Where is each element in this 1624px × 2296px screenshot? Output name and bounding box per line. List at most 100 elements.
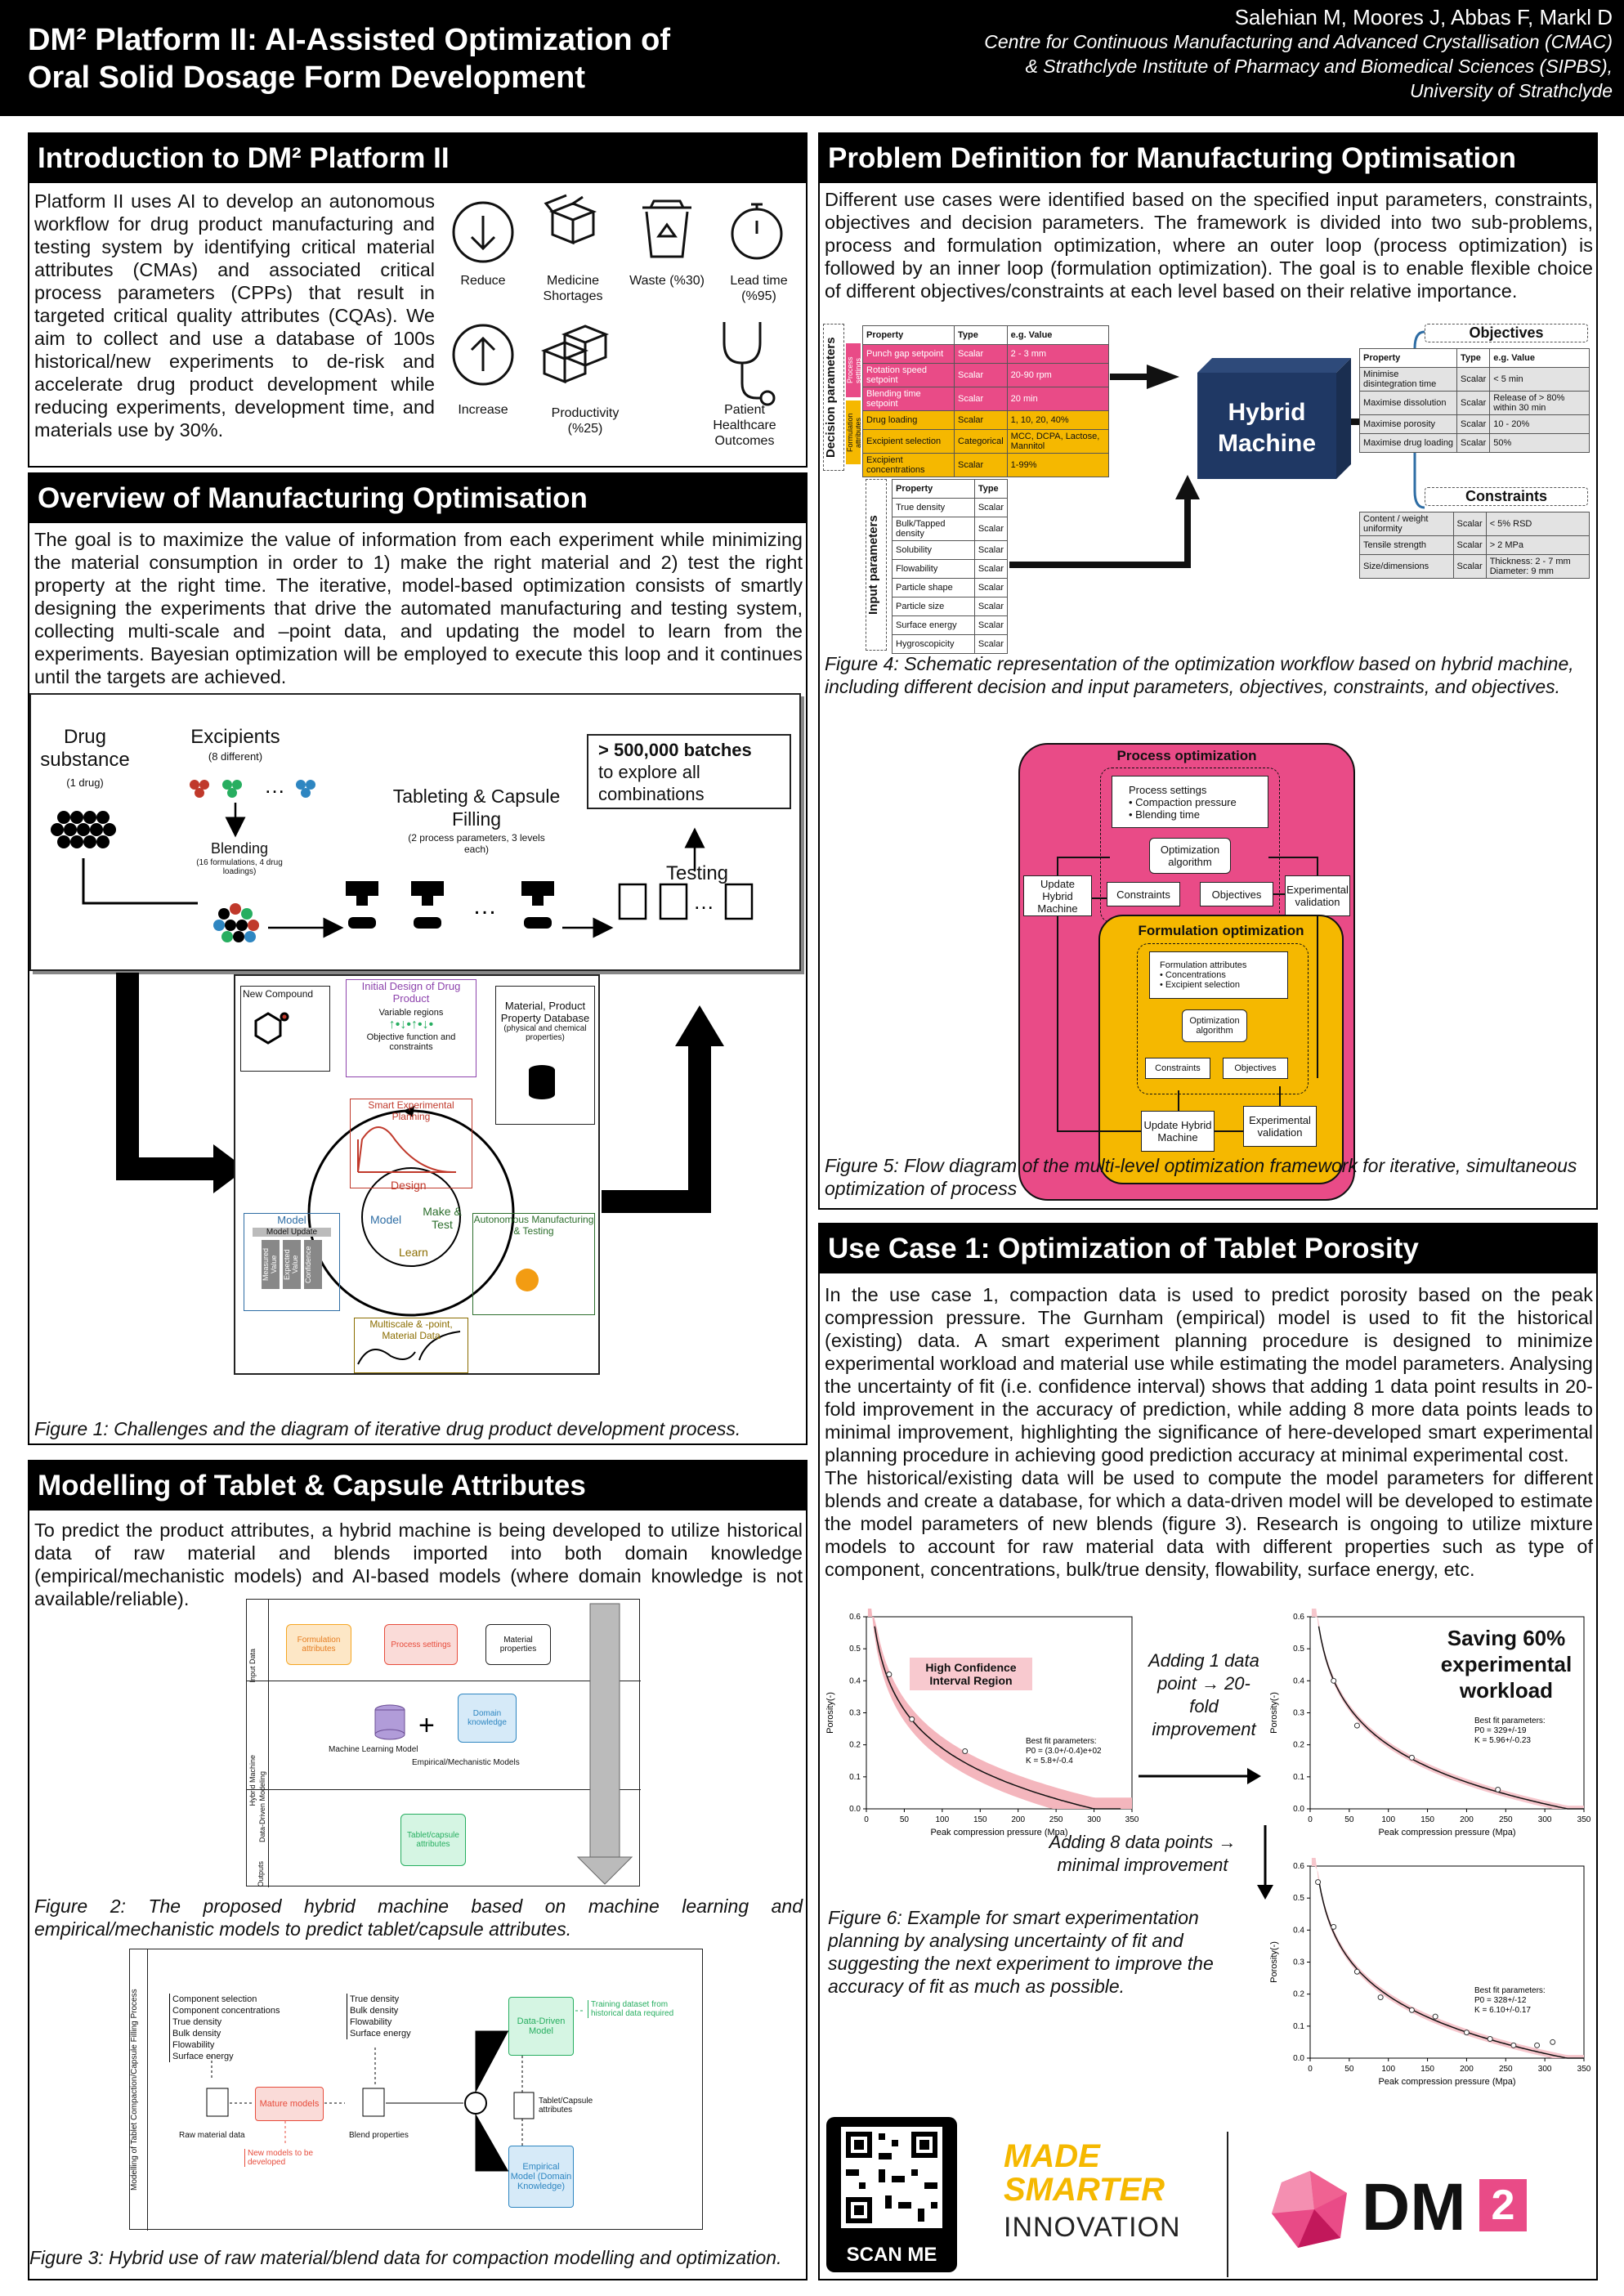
confidence-band (867, 1609, 1132, 1809)
drug-substance-label: Drug substance (40, 726, 130, 771)
fig4-box: Decision parameters Process settings For… (820, 316, 1596, 659)
fig3-list2-item: Flowability (350, 2017, 392, 2027)
overview-section: Overview of Manufacturing Optimisation T… (28, 472, 808, 1445)
problem-body: Different use cases were identified base… (825, 189, 1593, 302)
qr-code-icon (841, 2127, 942, 2228)
fig3-list1-item: Component concentrations (172, 2006, 280, 2016)
cell: Scalar (1456, 414, 1491, 434)
tableting-label: Tableting & Capsule Filling (392, 785, 561, 830)
cell: Maximise drug loading (1358, 433, 1458, 453)
output-doc-icon (513, 2092, 535, 2119)
problem-heading: Problem Definition for Manufacturing Opt… (820, 134, 1596, 183)
scan-me-label: SCAN ME (846, 2244, 937, 2266)
logo-divider (1227, 2132, 1228, 2277)
cell: Scalar (973, 578, 1009, 597)
fit-params-label: K = 5.96+/-0.23 (1474, 1736, 1531, 1745)
data-point (1510, 2042, 1517, 2048)
cell: Excipient concentrations (861, 453, 955, 477)
objective-function-label: Objective function and constraints (366, 1032, 456, 1052)
th-type: Type (1456, 348, 1491, 368)
fig3-list2: True density Bulk density Flowability Su… (347, 1994, 411, 2039)
new-compound-label: New Compound (243, 988, 314, 1000)
fit-params-label: Best fit parameters: (1474, 1716, 1546, 1725)
intro-body: Platform II uses AI to develop an autono… (34, 190, 435, 441)
fig3-mature-box: Mature models (255, 2087, 324, 2121)
usecase-body-1: In the use case 1, compaction data is us… (825, 1284, 1593, 1466)
intro-heading: Introduction to DM² Platform II (29, 134, 806, 183)
y-tick-label: 0.5 (1293, 1894, 1304, 1903)
made-label: MADE (1004, 2138, 1100, 2174)
fit-curve (874, 1626, 1121, 1810)
fig2-row-divider (247, 1789, 641, 1790)
overview-heading: Overview of Manufacturing Optimisation (29, 474, 806, 523)
svg-text:…: … (693, 889, 714, 914)
adding1-arrow (1139, 1768, 1261, 1784)
x-tick-label: 50 (1344, 2065, 1354, 2074)
x-tick-label: 300 (1087, 1815, 1101, 1824)
plus-sign: + (418, 1710, 435, 1741)
data-point (886, 1672, 893, 1677)
header-banner: DM² Platform II: AI-Assisted Optimizatio… (0, 0, 1624, 116)
cell: 20-90 rpm (1006, 363, 1110, 387)
form-opt-alg-box: Optimization algorithm (1182, 1009, 1247, 1042)
y-tick-label: 0.1 (1293, 1773, 1304, 1782)
fig3-list1-item: Bulk density (172, 2029, 221, 2039)
stethoscope-icon (723, 322, 776, 406)
boxes-icon (544, 194, 597, 245)
icon-label-waste: Waste (%30) (629, 274, 705, 288)
cell: Scalar (954, 344, 1008, 364)
x-tick-label: 0 (864, 1815, 869, 1824)
fig1-challenges-svg: … … … (51, 773, 754, 942)
tableting-sub-label: (2 process parameters, 3 levels each) (408, 832, 545, 855)
data-point (1495, 1787, 1501, 1792)
multiscale-box: Multiscale & -point, Material Data (354, 1318, 468, 1373)
blending-time-item: • Blending time (1129, 808, 1200, 821)
y-tick-label: 0.6 (849, 1613, 861, 1622)
data-point (1353, 1722, 1360, 1729)
y-tick-label: 0.5 (1293, 1645, 1304, 1654)
cell: Scalar (954, 410, 1008, 430)
poster-title: DM² Platform II: AI-Assisted Optimizatio… (28, 21, 670, 96)
hybrid-machine-label: Hybrid Machine (1217, 399, 1317, 457)
cell: Scalar (954, 387, 1008, 411)
dm2-logo: DM 2 (1265, 2164, 1576, 2254)
data-point (1534, 2042, 1541, 2048)
y-tick-label: 0.0 (1293, 2054, 1304, 2063)
form-exp-val-box: Experimental validation (1243, 1106, 1317, 1147)
y-tick-label: 0.3 (1293, 1958, 1304, 1967)
model-col-confidence: Confidence (304, 1240, 322, 1289)
data-point (1353, 1968, 1360, 1975)
autonomous-box: Autonomous Manufacturing & Testing (472, 1213, 595, 1315)
form-objectives-box: Objectives (1223, 1058, 1288, 1079)
intro-icons-svg (452, 194, 783, 406)
y-axis-label: Porosity(-) (1269, 1941, 1279, 1983)
data-point (1331, 1677, 1337, 1684)
model-center-label: Model (370, 1213, 402, 1226)
cell: Scalar (973, 634, 1009, 654)
intro-section: Introduction to DM² Platform II Platform… (28, 132, 808, 468)
fig2-output-box: Tablet/capsule attributes (400, 1814, 466, 1866)
fig2-svg: + (374, 1603, 633, 1885)
testing-label: Testing (665, 862, 729, 884)
fig5-diagram: Process optimization Process settings • … (1018, 743, 1355, 1201)
drug-sub-label: (1 drug) (66, 777, 104, 789)
cell: Scalar (973, 517, 1009, 541)
fig3-data-driven-box: Data-Driven Model (508, 1997, 574, 2056)
th-property: Property (861, 325, 955, 345)
batches-bold: > 500,000 batches (598, 740, 752, 760)
cell: Bulk/Tapped density (892, 517, 975, 541)
fit-params-label: P0 = 328+/-12 (1474, 1996, 1527, 2005)
fig4-svg (1009, 330, 1425, 568)
data-point (1432, 2013, 1438, 2020)
fig3-blend-label: Blend properties (349, 2131, 409, 2140)
overview-body: The goal is to maximize the value of inf… (34, 529, 803, 687)
cell: Hygroscopicity (892, 634, 975, 654)
y-tick-label: 0.4 (1293, 1676, 1304, 1685)
excipients-label: Excipients (190, 726, 280, 748)
